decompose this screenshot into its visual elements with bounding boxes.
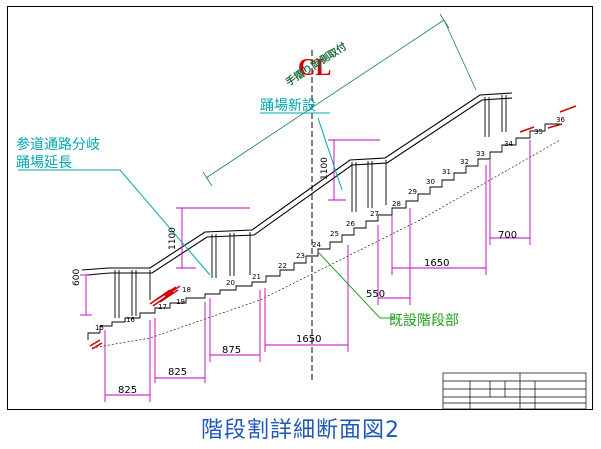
dim-1100-right: 1100 <box>320 157 330 180</box>
handrail <box>81 92 513 276</box>
drawing-caption: 階段割詳細断面図2 <box>201 418 400 443</box>
stair-section-drawing <box>18 13 587 410</box>
branch-label-line2: 踊場延長 <box>16 155 72 171</box>
red-hatch <box>89 105 577 350</box>
step-36: 36 <box>556 116 565 124</box>
step-27: 27 <box>370 210 379 218</box>
dim-600: 600 <box>72 268 82 286</box>
dim-825-bottom: 825 <box>118 385 138 396</box>
stair-profile <box>87 123 560 340</box>
step-22: 22 <box>278 262 287 270</box>
step-30: 30 <box>426 178 435 186</box>
landing-new-label: 踊場新設 <box>260 98 316 114</box>
step-35: 35 <box>534 128 543 136</box>
step-21: 21 <box>252 273 261 281</box>
dim-875: 875 <box>222 345 242 356</box>
handrail-posts <box>114 95 507 318</box>
dim-550: 550 <box>366 289 386 300</box>
step-23: 23 <box>296 252 305 260</box>
cyan-leaders <box>18 112 343 276</box>
step-34: 34 <box>504 140 513 148</box>
handrail-dimension <box>202 13 477 187</box>
dim-1100-left: 1100 <box>168 227 178 250</box>
branch-label-line1: 参道通路分岐 <box>16 137 100 153</box>
step-17: 17 <box>158 303 167 311</box>
step-26: 26 <box>346 220 355 228</box>
dim-1650-left: 1650 <box>296 334 322 345</box>
centerline-symbol: CL <box>298 55 332 81</box>
step-32: 32 <box>460 158 469 166</box>
step-25: 25 <box>330 230 339 238</box>
existing-stairs-label: 既設階段部 <box>389 313 459 329</box>
green-leader <box>317 251 395 319</box>
dim-825-upper: 825 <box>168 367 188 378</box>
step-15: 15 <box>95 324 104 332</box>
step-19: 19 <box>176 298 185 306</box>
step-18: 18 <box>182 286 191 294</box>
step-24: 24 <box>312 241 321 249</box>
step-16: 16 <box>126 316 135 324</box>
step-29: 29 <box>408 188 417 196</box>
step-28: 28 <box>392 200 401 208</box>
step-31: 31 <box>442 168 451 176</box>
step-20: 20 <box>226 279 235 287</box>
dim-700: 700 <box>498 230 518 241</box>
magenta-dimensions <box>80 139 531 402</box>
step-33: 33 <box>476 150 485 158</box>
dim-1650-right: 1650 <box>424 258 450 269</box>
title-block <box>442 372 587 410</box>
